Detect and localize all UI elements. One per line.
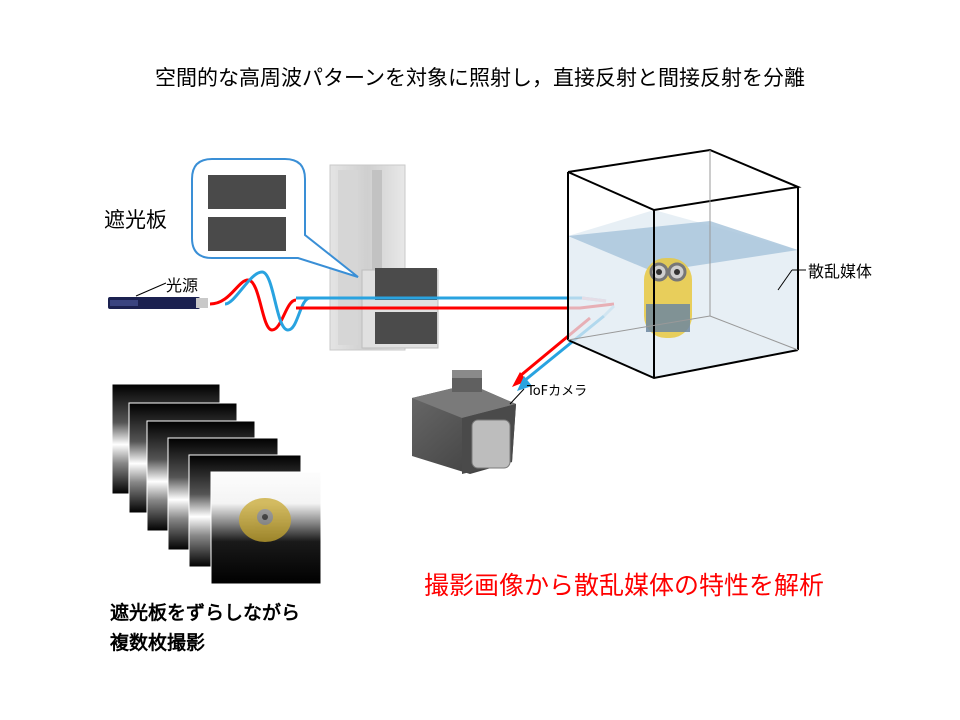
procedure-text: 遮光板をずらしながら 複数枚撮影 bbox=[110, 598, 300, 658]
laser-pointer-icon bbox=[108, 297, 208, 309]
tof-camera-leader bbox=[509, 388, 525, 405]
shield-pattern-callout bbox=[191, 158, 359, 278]
scattering-medium-leader bbox=[777, 269, 793, 291]
scattering-medium-box bbox=[567, 148, 802, 380]
light-source-label: 光源 bbox=[166, 276, 199, 295]
captured-minion-icon bbox=[239, 498, 291, 542]
scattering-medium-label: 散乱媒体 bbox=[808, 262, 873, 281]
shield-plate-icon bbox=[329, 164, 439, 351]
analysis-text: 撮影画像から散乱媒体の特性を解析 bbox=[424, 571, 825, 600]
procedure-line: 複数枚撮影 bbox=[110, 632, 206, 654]
tof-camera-label: ToFカメラ bbox=[527, 384, 588, 399]
tof-camera-icon bbox=[412, 370, 516, 474]
page-title: 空間的な高周波パターンを対象に照射し，直接反射と間接反射を分離 bbox=[155, 66, 805, 90]
light-source-leader bbox=[135, 282, 167, 297]
procedure-line: 遮光板をずらしながら bbox=[110, 602, 301, 624]
shield-label: 遮光板 bbox=[104, 208, 167, 232]
captured-image-stack bbox=[111, 383, 322, 585]
